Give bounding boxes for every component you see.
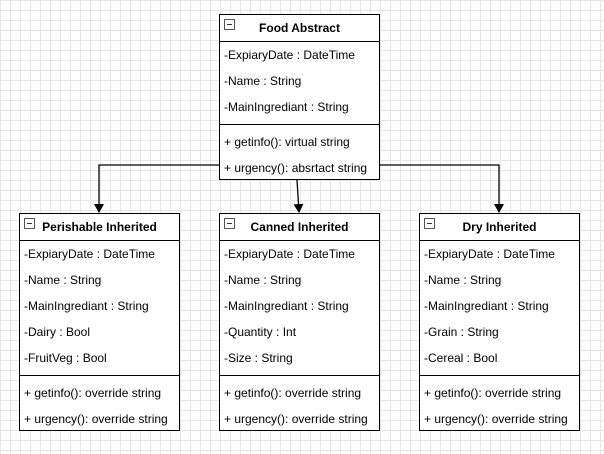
method-getinfo: + getinfo(): override string: [224, 386, 362, 400]
attribute-name: -Name : String: [24, 273, 102, 287]
attribute-main-ingrediant: -MainIngrediant : String: [424, 299, 549, 313]
method-getinfo: + getinfo(): virtual string: [224, 135, 350, 149]
class-header: Canned Inherited: [220, 214, 379, 241]
attribute-main-ingrediant: -MainIngrediant : String: [24, 299, 149, 313]
class-canned-inherited[interactable]: Canned Inherited -ExpiaryDate : DateTime…: [219, 213, 380, 431]
method-urgency: + urgency(): absrtact string: [224, 161, 368, 175]
collapse-icon[interactable]: [224, 218, 235, 229]
section-divider: [220, 124, 379, 125]
attribute-dairy: -Dairy : Bool: [24, 325, 91, 339]
connector-to-canned: [293, 179, 304, 213]
connector-to-perishable: [94, 164, 219, 213]
class-food-abstract[interactable]: Food Abstract -ExpiaryDate : DateTime -N…: [219, 14, 380, 180]
method-urgency: + urgency(): override string: [424, 412, 568, 426]
class-perishable-inherited[interactable]: Perishable Inherited -ExpiaryDate : Date…: [19, 213, 180, 431]
class-dry-inherited[interactable]: Dry Inherited -ExpiaryDate : DateTime -N…: [419, 213, 580, 431]
attribute-grain: -Grain : String: [424, 325, 499, 339]
collapse-icon[interactable]: [424, 218, 435, 229]
class-header: Dry Inherited: [420, 214, 579, 241]
attribute-expiary-date: -ExpiaryDate : DateTime: [224, 48, 355, 62]
section-divider: [420, 375, 579, 376]
class-title: Perishable Inherited: [42, 220, 157, 234]
collapse-icon[interactable]: [224, 19, 235, 30]
method-getinfo: + getinfo(): override string: [424, 386, 562, 400]
section-divider: [220, 375, 379, 376]
section-divider: [20, 375, 179, 376]
attribute-quantity: -Quantity : Int: [224, 325, 297, 339]
attribute-expiary-date: -ExpiaryDate : DateTime: [224, 247, 355, 261]
attribute-main-ingrediant: -MainIngrediant : String: [224, 100, 349, 114]
attribute-expiary-date: -ExpiaryDate : DateTime: [424, 247, 555, 261]
attribute-fruitveg: -FruitVeg : Bool: [24, 351, 107, 365]
method-getinfo: + getinfo(): override string: [24, 386, 162, 400]
attribute-name: -Name : String: [424, 273, 502, 287]
class-header: Perishable Inherited: [20, 214, 179, 241]
class-title: Food Abstract: [259, 21, 340, 35]
attribute-name: -Name : String: [224, 74, 302, 88]
class-title: Canned Inherited: [250, 220, 349, 234]
class-title: Dry Inherited: [462, 220, 537, 234]
attribute-name: -Name : String: [224, 273, 302, 287]
method-urgency: + urgency(): override string: [224, 412, 368, 426]
attribute-size: -Size : String: [224, 351, 293, 365]
method-urgency: + urgency(): override string: [24, 412, 168, 426]
connector-to-dry: [379, 164, 504, 213]
attribute-expiary-date: -ExpiaryDate : DateTime: [24, 247, 155, 261]
class-header: Food Abstract: [220, 15, 379, 42]
attribute-cereal: -Cereal : Bool: [424, 351, 498, 365]
attribute-main-ingrediant: -MainIngrediant : String: [224, 299, 349, 313]
collapse-icon[interactable]: [24, 218, 35, 229]
